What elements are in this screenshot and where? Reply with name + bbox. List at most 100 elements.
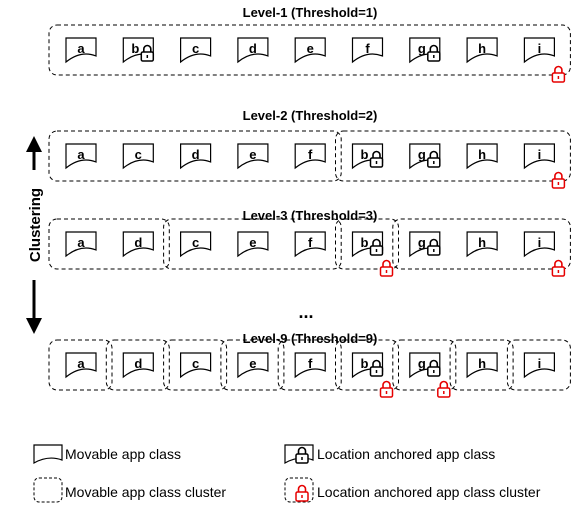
lock-icon bbox=[295, 446, 309, 464]
level-title: Level-9 (Threshold=9) bbox=[243, 331, 378, 346]
red-lock-icon bbox=[437, 380, 451, 398]
class-label: c bbox=[192, 41, 199, 56]
app-class-g: g bbox=[409, 231, 441, 258]
class-label: f bbox=[365, 41, 370, 56]
anchored-cluster bbox=[335, 339, 399, 391]
class-label: a bbox=[77, 147, 85, 162]
app-class-f: f bbox=[294, 352, 326, 379]
class-label: i bbox=[538, 356, 542, 371]
app-class-d: d bbox=[237, 37, 269, 64]
movable-cluster bbox=[163, 339, 228, 391]
class-box bbox=[466, 352, 498, 379]
red-lock-icon bbox=[551, 171, 566, 189]
class-box bbox=[180, 143, 212, 170]
class-box bbox=[122, 352, 154, 379]
movable-cluster bbox=[48, 339, 113, 391]
class-box bbox=[237, 231, 269, 258]
anchored-cluster bbox=[392, 218, 571, 270]
app-class-i: i bbox=[523, 231, 555, 258]
legend-anchored-cluster: Location anchored app class cluster bbox=[284, 477, 541, 503]
class-box bbox=[180, 231, 212, 258]
lock-icon bbox=[427, 150, 441, 168]
app-class-h: h bbox=[466, 143, 498, 170]
class-box bbox=[180, 37, 212, 64]
app-class-f: f bbox=[294, 143, 326, 170]
red-lock-icon bbox=[379, 380, 394, 398]
movable-cluster bbox=[220, 339, 285, 391]
app-class-i: i bbox=[523, 37, 555, 64]
class-label: d bbox=[192, 147, 200, 162]
class-label: c bbox=[192, 356, 199, 371]
class-label: i bbox=[538, 41, 542, 56]
class-label: d bbox=[134, 356, 142, 371]
class-label: i bbox=[538, 235, 542, 250]
class-box bbox=[294, 37, 326, 64]
red-lock-icon bbox=[551, 65, 566, 83]
anchored-cluster-icon bbox=[284, 477, 314, 503]
class-box bbox=[294, 352, 326, 379]
class-label: i bbox=[538, 147, 542, 162]
class-label: g bbox=[418, 147, 426, 162]
class-label: e bbox=[249, 356, 256, 371]
app-class-h: h bbox=[466, 231, 498, 258]
class-label: b bbox=[361, 235, 369, 250]
app-class-a: a bbox=[65, 143, 97, 170]
level-title: Level-1 (Threshold=1) bbox=[243, 5, 378, 20]
movable-cluster bbox=[48, 218, 170, 270]
class-box bbox=[65, 352, 97, 379]
legend: Movable app class Location anchored app … bbox=[33, 444, 541, 503]
anchored-cluster bbox=[335, 218, 399, 270]
app-class-a: a bbox=[65, 37, 97, 64]
anchored-cluster bbox=[335, 130, 571, 182]
class-box bbox=[122, 231, 154, 258]
class-label: d bbox=[249, 41, 257, 56]
red-lock-icon bbox=[295, 484, 309, 502]
class-box bbox=[122, 143, 154, 170]
class-label: f bbox=[308, 235, 313, 250]
app-class-e: e bbox=[237, 231, 269, 258]
class-box bbox=[294, 143, 326, 170]
legend-movable-class: Movable app class bbox=[33, 444, 181, 465]
class-label: h bbox=[478, 356, 486, 371]
app-class-c: c bbox=[180, 231, 212, 258]
class-label: f bbox=[308, 147, 313, 162]
app-class-b: b bbox=[351, 352, 384, 379]
clustering-axis: Clustering bbox=[22, 136, 46, 334]
movable-cluster bbox=[506, 339, 571, 391]
class-label: h bbox=[478, 41, 486, 56]
legend-movable-cluster-label: Movable app class cluster bbox=[65, 484, 226, 500]
app-class-b: b bbox=[122, 37, 155, 64]
legend-anchored-class: Location anchored app class bbox=[284, 444, 495, 465]
class-box bbox=[294, 231, 326, 258]
app-class-h: h bbox=[466, 37, 498, 64]
app-class-a: a bbox=[65, 352, 97, 379]
app-class-h: h bbox=[466, 352, 498, 379]
class-label: e bbox=[307, 41, 314, 56]
class-label: a bbox=[77, 235, 85, 250]
class-box bbox=[65, 37, 97, 64]
class-label: b bbox=[131, 41, 139, 56]
arrow-up-head bbox=[26, 136, 42, 152]
level-gap-ellipsis: ... bbox=[298, 302, 313, 322]
class-label: h bbox=[478, 147, 486, 162]
red-lock-icon bbox=[551, 259, 566, 277]
class-box bbox=[523, 231, 555, 258]
movable-cluster-icon bbox=[33, 477, 63, 503]
class-label: b bbox=[361, 147, 369, 162]
movable-cluster bbox=[449, 339, 514, 391]
app-class-d: d bbox=[122, 231, 154, 258]
app-class-b: b bbox=[351, 231, 384, 258]
lock-icon bbox=[427, 44, 441, 62]
app-class-c: c bbox=[180, 37, 212, 64]
legend-movable-class-label: Movable app class bbox=[65, 446, 181, 462]
app-class-i: i bbox=[523, 352, 555, 379]
class-box bbox=[237, 37, 269, 64]
app-class-a: a bbox=[65, 231, 97, 258]
class-box bbox=[180, 352, 212, 379]
class-label: d bbox=[134, 235, 142, 250]
lock-icon bbox=[369, 150, 384, 168]
app-class-c: c bbox=[180, 352, 212, 379]
